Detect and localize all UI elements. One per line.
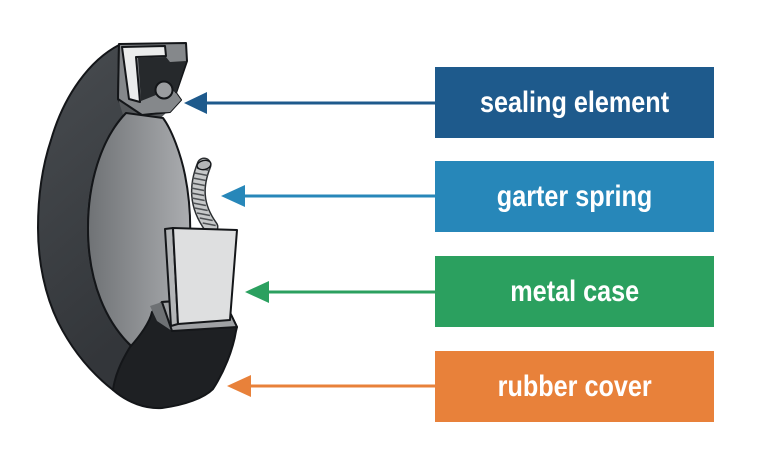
label-garter-spring-text: garter spring bbox=[496, 179, 653, 213]
top-cross-section bbox=[117, 42, 188, 116]
metal-case-block bbox=[172, 227, 238, 325]
label-metal-case-text: metal case bbox=[510, 274, 639, 308]
label-garter-spring: garter spring bbox=[435, 161, 714, 232]
label-metal-case: metal case bbox=[435, 256, 714, 327]
label-rubber-cover: rubber cover bbox=[435, 351, 714, 422]
label-sealing-element: sealing element bbox=[435, 67, 714, 138]
garter-spring-coil bbox=[190, 157, 219, 235]
garter-spring-arrow-head bbox=[221, 185, 245, 207]
lip-wedge bbox=[146, 93, 181, 113]
bottom-cut-step bbox=[150, 302, 172, 331]
sealing-element-arrow-head bbox=[184, 92, 207, 114]
sealing-element-rubber bbox=[138, 57, 186, 101]
metal-case-cutaway bbox=[121, 45, 167, 103]
label-rubber-cover-text: rubber cover bbox=[497, 369, 652, 403]
label-sealing-element-text: sealing element bbox=[479, 85, 670, 119]
bottom-cross-section bbox=[112, 227, 238, 410]
coil-end-cap bbox=[196, 159, 212, 171]
leader-arrows bbox=[184, 92, 436, 397]
garter-spring-cross-section bbox=[154, 80, 174, 100]
rubber-cover-arrow-head bbox=[227, 375, 251, 397]
metal-case-arrow-head bbox=[245, 281, 269, 303]
